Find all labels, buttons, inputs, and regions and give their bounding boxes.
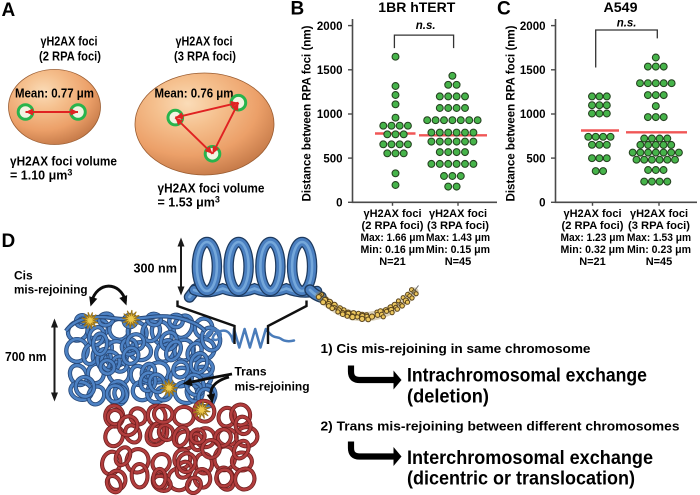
svg-text:Min: 0.16 μm: Min: 0.16 μm	[361, 244, 425, 256]
svg-text:300 nm: 300 nm	[134, 262, 178, 276]
svg-text:C: C	[497, 0, 511, 20]
svg-text:N=21: N=21	[579, 256, 606, 268]
svg-text:1) Cis mis-rejoining in same c: 1) Cis mis-rejoining in same chromosome	[321, 341, 591, 356]
svg-text:Max: 1.43 μm: Max: 1.43 μm	[426, 232, 490, 244]
svg-text:A: A	[2, 0, 16, 21]
svg-text:B: B	[291, 0, 305, 20]
svg-text:500: 500	[526, 153, 545, 165]
svg-text:γH2AX foci: γH2AX foci	[564, 208, 622, 220]
svg-text:mis-rejoining: mis-rejoining	[14, 283, 88, 297]
svg-text:γH2AX foci: γH2AX foci	[176, 35, 233, 49]
svg-text:2000: 2000	[317, 21, 343, 33]
svg-text:γH2AX foci: γH2AX foci	[630, 208, 688, 220]
svg-text:2) Trans mis-rejoining between: 2) Trans mis-rejoining between different…	[321, 419, 680, 434]
svg-text:Interchromosomal exchange: Interchromosomal exchange	[407, 448, 653, 469]
svg-text:1000: 1000	[317, 109, 343, 121]
svg-text:2000: 2000	[520, 21, 546, 33]
svg-text:1500: 1500	[317, 65, 343, 77]
svg-text:(3 RPA foci): (3 RPA foci)	[628, 220, 690, 232]
svg-text:Mean: 0.77 μm: Mean: 0.77 μm	[15, 87, 94, 101]
svg-text:0: 0	[539, 198, 545, 210]
svg-text:Cis: Cis	[14, 269, 33, 283]
svg-text:= 1.53 μm3: = 1.53 μm3	[158, 195, 220, 210]
svg-text:γH2AX foci: γH2AX foci	[41, 35, 98, 49]
svg-text:500: 500	[323, 153, 342, 165]
svg-text:n.s.: n.s.	[617, 18, 637, 30]
svg-text:γH2AX foci volume: γH2AX foci volume	[158, 182, 265, 196]
svg-text:Min: 0.23 μm: Min: 0.23 μm	[627, 244, 691, 256]
svg-text:(3 RPA foci): (3 RPA foci)	[174, 50, 236, 64]
svg-text:0: 0	[336, 198, 342, 210]
svg-text:A549: A549	[604, 0, 638, 15]
svg-text:1BR hTERT: 1BR hTERT	[378, 0, 456, 15]
svg-text:Min: 0.15 μm: Min: 0.15 μm	[426, 244, 490, 256]
svg-text:Max: 1.66 μm: Max: 1.66 μm	[361, 232, 425, 244]
svg-text:Mean: 0.76 μm: Mean: 0.76 μm	[155, 87, 234, 101]
svg-text:(2 RPA foci): (2 RPA foci)	[562, 220, 624, 232]
svg-text:Trans: Trans	[235, 365, 267, 379]
svg-text:= 1.10 μm3: = 1.10 μm3	[10, 168, 72, 183]
svg-text:mis-rejoining: mis-rejoining	[235, 380, 310, 394]
svg-text:(2 RPA foci): (2 RPA foci)	[39, 50, 101, 64]
svg-text:Distance between RPA foci (nm): Distance between RPA foci (nm)	[302, 25, 314, 201]
svg-text:N=45: N=45	[646, 256, 673, 268]
svg-text:γH2AX foci volume: γH2AX foci volume	[10, 155, 117, 169]
svg-text:Intrachromosomal exchange: Intrachromosomal exchange	[407, 366, 647, 387]
svg-text:N=45: N=45	[445, 256, 472, 268]
svg-text:(3 RPA foci): (3 RPA foci)	[427, 220, 489, 232]
svg-text:Max: 1.53 μm: Max: 1.53 μm	[627, 232, 691, 244]
svg-text:700 nm: 700 nm	[5, 350, 47, 364]
svg-text:n.s.: n.s.	[416, 20, 436, 32]
svg-text:1000: 1000	[520, 109, 546, 121]
svg-text:1500: 1500	[520, 65, 546, 77]
svg-text:(deletion): (deletion)	[407, 387, 489, 408]
svg-text:(2 RPA foci): (2 RPA foci)	[362, 220, 424, 232]
svg-text:Distance between RPA foci (nm): Distance between RPA foci (nm)	[506, 25, 518, 201]
svg-text:(dicentric or translocation): (dicentric or translocation)	[407, 469, 635, 490]
svg-text:γH2AX foci: γH2AX foci	[429, 208, 487, 220]
svg-text:D: D	[2, 231, 16, 252]
svg-text:γH2AX foci: γH2AX foci	[364, 208, 422, 220]
svg-text:Max: 1.23 μm: Max: 1.23 μm	[561, 232, 625, 244]
svg-text:N=21: N=21	[379, 256, 406, 268]
svg-text:Min: 0.32 μm: Min: 0.32 μm	[561, 244, 625, 256]
